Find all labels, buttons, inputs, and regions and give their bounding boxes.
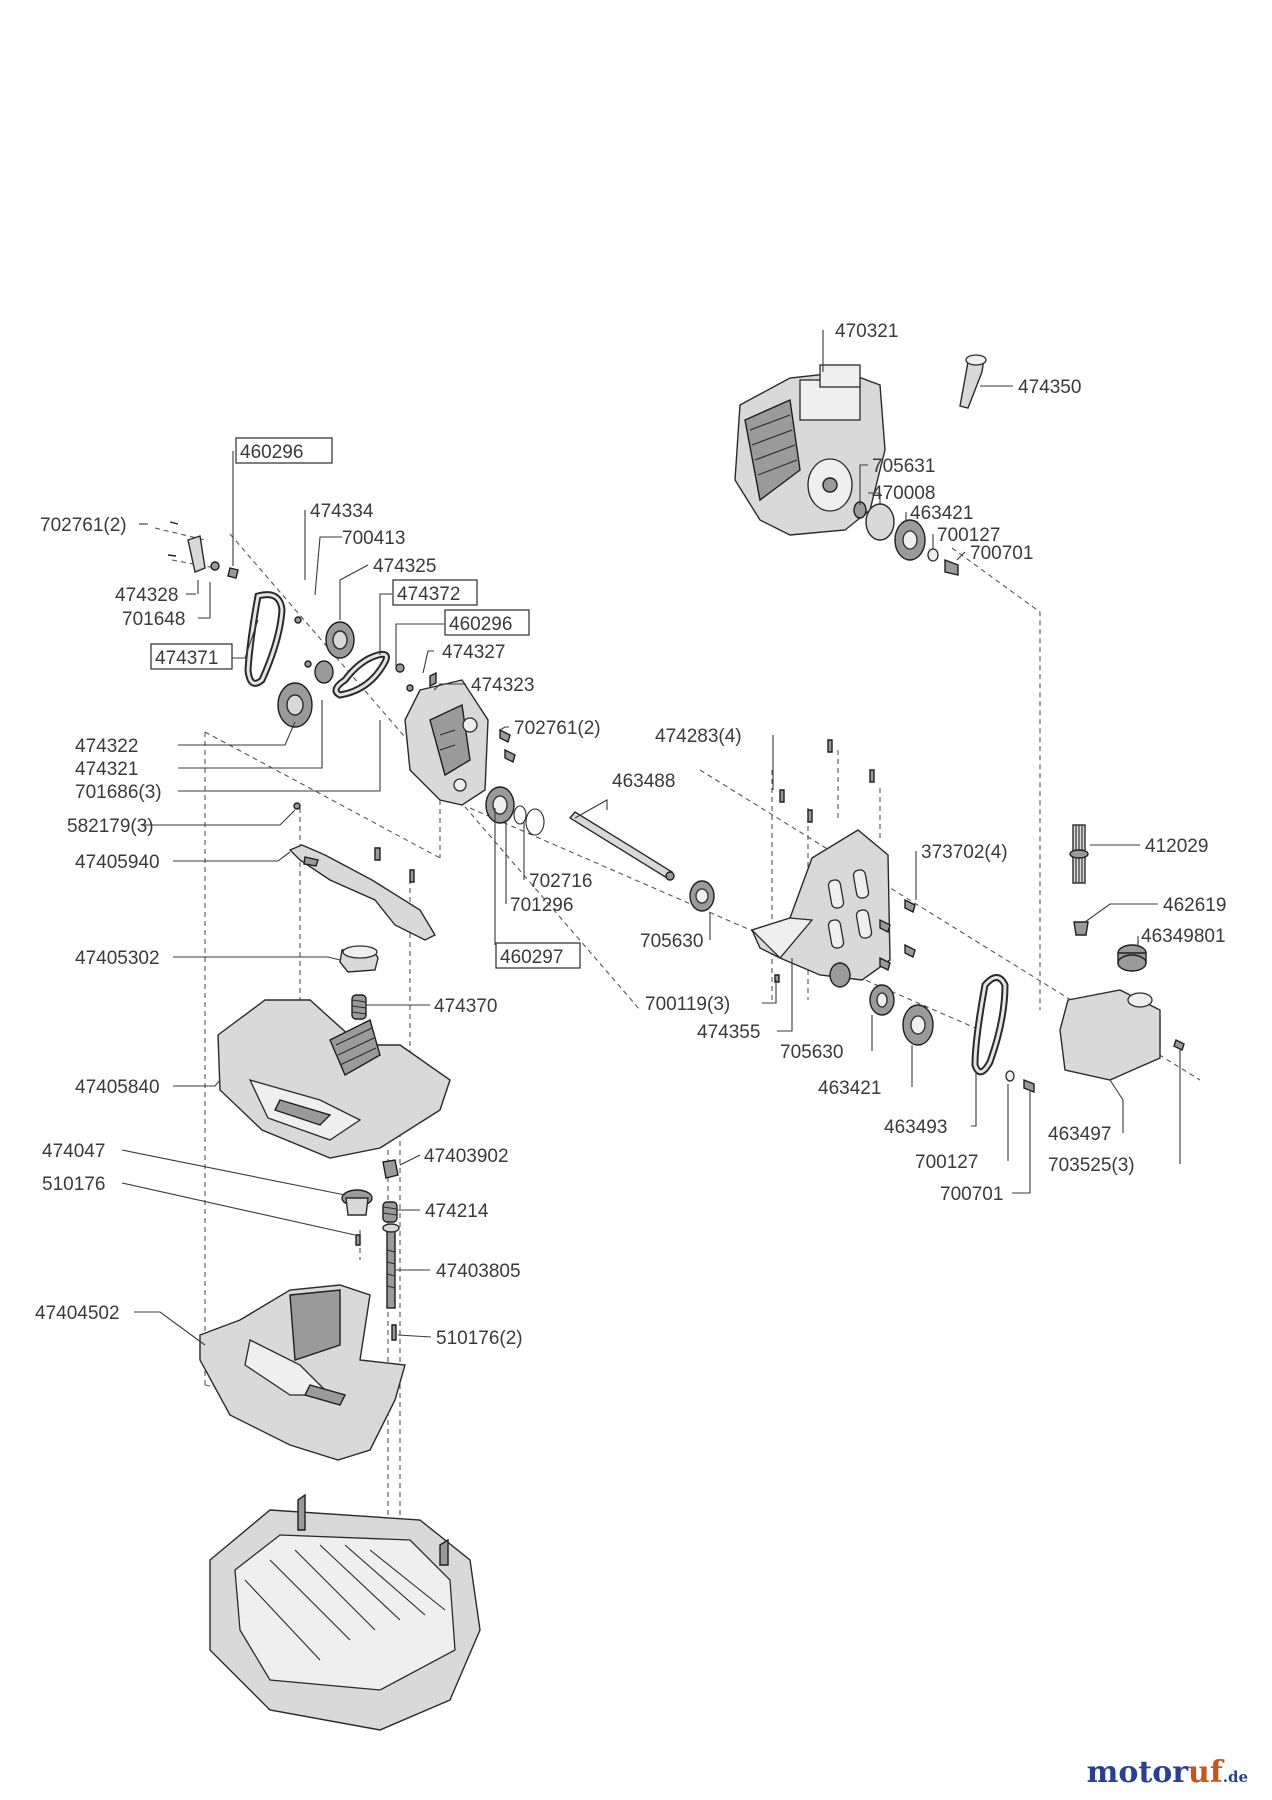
cap-46349801-part	[1117, 944, 1147, 972]
label-47404502: 47404502	[35, 1303, 120, 1324]
label-460296-boxed-lower: 460296	[449, 614, 512, 635]
label-582179: 582179(3)	[67, 816, 154, 837]
knob-47405302-part	[339, 945, 379, 973]
base-frame-part	[209, 1493, 481, 1731]
label-701296: 701296	[510, 895, 573, 916]
gearbox-housing-part	[395, 663, 489, 806]
housing-47404502-part	[199, 1284, 406, 1461]
label-700127-upper: 700127	[937, 525, 1000, 546]
part-labels: 470321 474350 705631 470008 463421 70012…	[35, 321, 1226, 1349]
watermark-main-text: motor	[1086, 1755, 1189, 1790]
label-463488: 463488	[612, 771, 675, 792]
watermark-accent-text: uf	[1188, 1755, 1223, 1790]
label-510176: 510176	[42, 1174, 105, 1195]
label-702761-lower: 702761(2)	[514, 718, 601, 739]
label-47405302: 47405302	[75, 948, 160, 969]
watermark-logo: motoruf.de	[1087, 1755, 1248, 1790]
label-463421-lower: 463421	[818, 1078, 881, 1099]
nut-47403902-part	[382, 1159, 399, 1179]
label-boxes	[150, 437, 581, 969]
label-701648: 701648	[122, 609, 185, 630]
cover-47405840-part	[217, 999, 451, 1159]
leader-lines	[121, 330, 1181, 1346]
label-470008: 470008	[872, 483, 935, 504]
lower-pulley-parts	[869, 984, 934, 1046]
bracket-47405940-part	[288, 802, 436, 941]
screw-510176b-part	[391, 1324, 397, 1341]
label-700701-lower: 700701	[940, 1184, 1003, 1205]
label-705630-lower: 705630	[780, 1042, 843, 1063]
screws-702761b-part	[499, 728, 516, 764]
valve-412029-part	[1069, 824, 1089, 884]
label-702761-upper: 702761(2)	[40, 515, 127, 536]
spring-474214-part	[382, 1201, 398, 1223]
label-702716: 702716	[529, 871, 592, 892]
label-47403805: 47403805	[436, 1261, 521, 1282]
valve-462619-part	[1073, 921, 1089, 936]
label-700413: 700413	[342, 528, 405, 549]
fuel-tank-part	[1059, 989, 1185, 1081]
engine-pulley-parts	[853, 501, 959, 576]
label-460297-boxed: 460297	[500, 947, 563, 968]
belt-474372-part	[332, 650, 390, 699]
label-474350: 474350	[1018, 377, 1081, 398]
mounting-plate-part	[750, 739, 916, 988]
label-463421-upper: 463421	[910, 503, 973, 524]
fuel-pipe-part	[959, 354, 987, 409]
label-47403902: 47403902	[424, 1146, 509, 1167]
label-474323: 474323	[471, 675, 534, 696]
bearing-seal-parts	[485, 786, 545, 836]
rod-47403805-part	[382, 1223, 400, 1309]
label-474355: 474355	[697, 1022, 760, 1043]
watermark-suffix-text: .de	[1222, 1768, 1248, 1786]
label-474371-boxed: 474371	[155, 648, 218, 669]
label-470321: 470321	[835, 321, 898, 342]
label-474322: 474322	[75, 736, 138, 757]
label-705631: 705631	[872, 456, 935, 477]
label-47405940: 47405940	[75, 852, 160, 873]
label-474321: 474321	[75, 759, 138, 780]
label-474325: 474325	[373, 556, 436, 577]
label-47405840: 47405840	[75, 1077, 160, 1098]
label-703525: 703525(3)	[1048, 1155, 1135, 1176]
label-474327: 474327	[442, 642, 505, 663]
label-463497: 463497	[1048, 1124, 1111, 1145]
label-474372-boxed: 474372	[397, 584, 460, 605]
label-700119: 700119(3)	[645, 994, 730, 1015]
label-46349801: 46349801	[1141, 926, 1226, 947]
label-373702: 373702(4)	[921, 842, 1008, 863]
label-474370: 474370	[434, 996, 497, 1017]
belt-474371-part	[244, 591, 286, 687]
label-460296-boxed-upper: 460296	[240, 442, 303, 463]
label-700701-upper: 700701	[970, 543, 1033, 564]
label-510176-2: 510176(2)	[436, 1328, 523, 1349]
label-474047: 474047	[42, 1141, 105, 1162]
label-701686: 701686(3)	[75, 782, 162, 803]
knob-474047-part	[341, 1189, 373, 1246]
label-462619: 462619	[1163, 895, 1226, 916]
spring-474370-part	[351, 994, 367, 1020]
label-474283: 474283(4)	[655, 726, 742, 747]
gearbox-bracket-part	[167, 521, 239, 579]
label-474214: 474214	[425, 1201, 489, 1222]
bearing-705630a-part	[689, 880, 715, 912]
belt-463493-part	[971, 974, 1035, 1094]
label-474334: 474334	[310, 501, 374, 522]
engine-part	[734, 364, 886, 536]
shaft-463488-part	[568, 811, 675, 881]
label-463493: 463493	[884, 1117, 947, 1138]
label-474328: 474328	[115, 585, 178, 606]
gear-pulleys-part	[277, 616, 355, 728]
label-705630-upper: 705630	[640, 931, 703, 952]
label-412029: 412029	[1145, 836, 1208, 857]
label-700127-lower: 700127	[915, 1152, 978, 1173]
